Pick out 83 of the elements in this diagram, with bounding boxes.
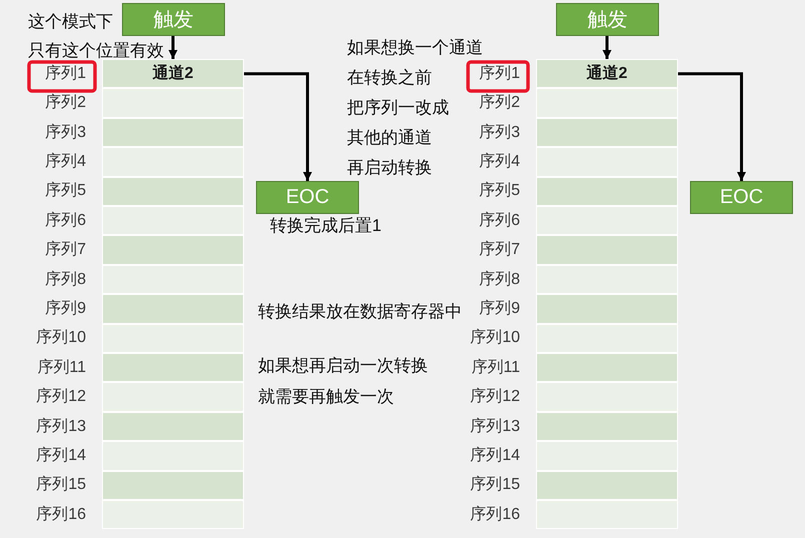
note-text: 这个模式下 [28, 12, 113, 32]
row-label: 序列5 [479, 181, 520, 202]
arrow [678, 72, 746, 181]
row-label: 序列2 [45, 93, 86, 114]
row-label: 序列15 [470, 475, 520, 496]
table-cell [536, 264, 678, 294]
note-text: 如果想换一个通道 [347, 38, 483, 58]
table-cell [536, 353, 678, 382]
note-text: 转换完成后置1 [270, 216, 382, 236]
row-label: 序列11 [37, 358, 86, 378]
row-label: 序列1 [479, 64, 520, 84]
row-label: 序列3 [45, 122, 86, 142]
table-cell [536, 235, 678, 265]
table-cell [102, 324, 244, 353]
row-label: 序列3 [479, 122, 520, 142]
table-cell [536, 176, 678, 206]
table-cell [102, 264, 244, 294]
table-cell [102, 500, 244, 530]
row-label: 序列14 [470, 446, 520, 466]
row-label: 序列9 [45, 298, 86, 319]
process-box: 触发 [122, 3, 225, 36]
row-label: 序列8 [45, 270, 86, 290]
arrow [168, 36, 178, 59]
row-label: 序列13 [470, 416, 520, 436]
row-label: 序列1 [45, 64, 86, 84]
note-text: 转换结果放在数据寄存器中 [258, 302, 462, 322]
row-label: 序列7 [45, 240, 86, 260]
row-label: 序列6 [479, 210, 520, 231]
row-label: 序列7 [479, 240, 520, 260]
note-text: 再启动转换 [347, 158, 432, 178]
row-label: 序列11 [471, 358, 520, 378]
arrow [244, 72, 312, 181]
table-cell [536, 500, 678, 530]
process-box: EOC [690, 181, 793, 214]
arrow [602, 36, 612, 59]
table-cell [536, 412, 678, 442]
table-cell [102, 147, 244, 177]
table-cell: 通道2 [102, 59, 244, 88]
table-cell [536, 147, 678, 177]
table-cell [102, 118, 244, 148]
table-cell [102, 353, 244, 382]
note-text: 在转换之前 [347, 68, 432, 88]
row-label: 序列15 [36, 475, 86, 496]
row-label: 序列16 [36, 504, 86, 525]
table-cell [536, 294, 678, 324]
table-cell [536, 324, 678, 353]
table-cell [536, 88, 678, 118]
table-cell [102, 206, 244, 236]
row-label: 序列16 [470, 504, 520, 525]
row-label: 序列12 [470, 387, 520, 408]
table-cell: 通道2 [536, 59, 678, 88]
table-cell [102, 382, 244, 412]
row-label: 序列10 [470, 328, 520, 348]
row-label: 序列12 [36, 387, 86, 408]
row-label: 序列10 [36, 328, 86, 348]
process-box: 触发 [556, 3, 659, 36]
row-label: 序列9 [479, 298, 520, 319]
row-label: 序列2 [479, 93, 520, 114]
table-cell [536, 470, 678, 500]
table-cell [536, 382, 678, 412]
note-text: 如果想再启动一次转换 [258, 356, 428, 376]
row-label: 序列4 [479, 152, 520, 172]
table-cell [536, 441, 678, 471]
note-text: 就需要再触发一次 [258, 387, 394, 407]
row-label: 序列14 [36, 446, 86, 466]
row-label: 序列5 [45, 181, 86, 202]
table-cell [102, 470, 244, 500]
table-cell [102, 235, 244, 265]
table-cell [102, 441, 244, 471]
table-cell [102, 88, 244, 118]
row-label: 序列4 [45, 152, 86, 172]
note-text: 只有这个位置有效 [28, 41, 164, 61]
note-text: 其他的通道 [347, 128, 432, 148]
table-cell [102, 412, 244, 442]
process-box: EOC [256, 181, 359, 214]
row-label: 序列6 [45, 210, 86, 231]
row-label: 序列13 [36, 416, 86, 436]
table-cell [102, 294, 244, 324]
table-cell [536, 118, 678, 148]
note-text: 把序列一改成 [347, 98, 449, 118]
table-cell [536, 206, 678, 236]
row-label: 序列8 [479, 270, 520, 290]
table-cell [102, 176, 244, 206]
